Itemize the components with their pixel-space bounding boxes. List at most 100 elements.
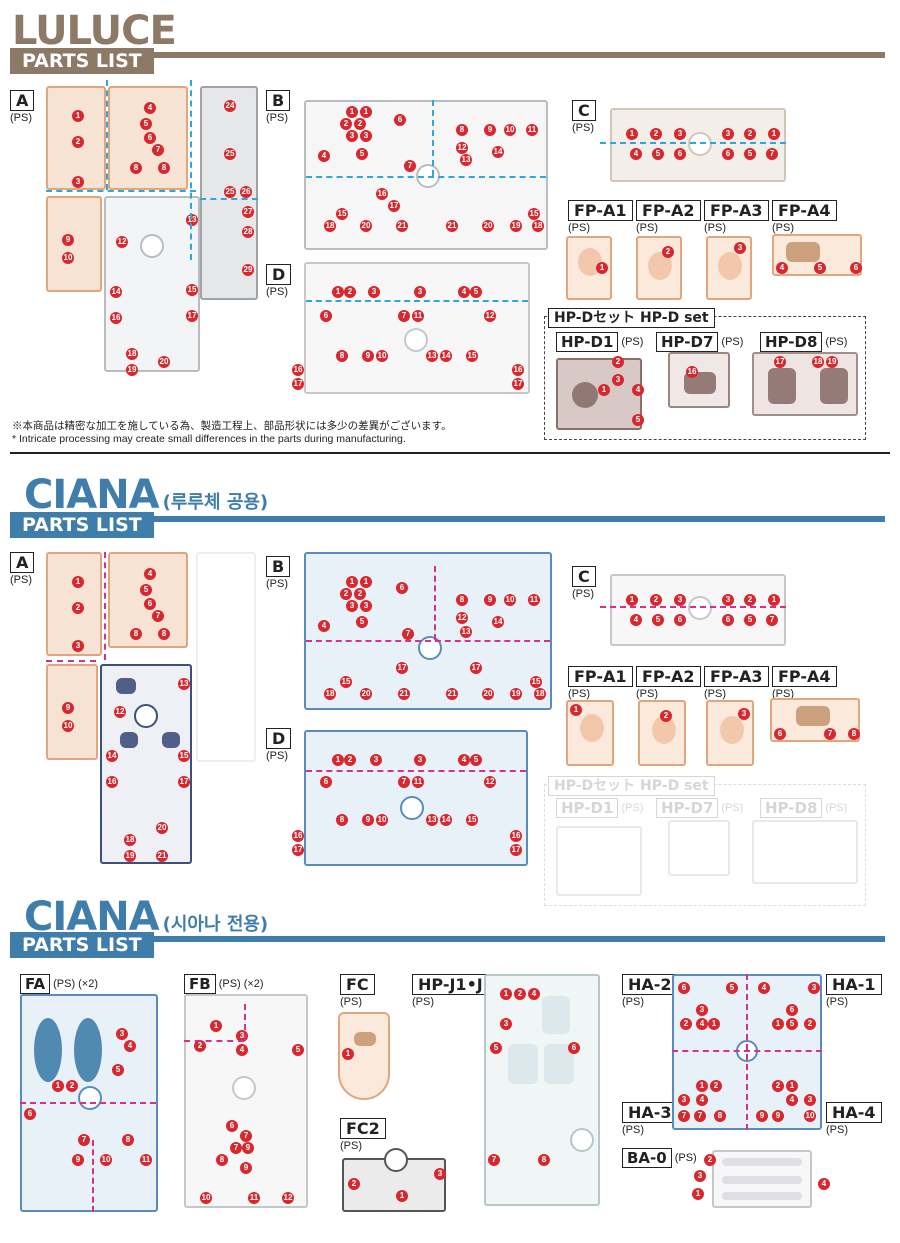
part-number-badge: 3	[360, 130, 372, 142]
runner-material: (PS)	[622, 1124, 644, 1136]
part-number-badge: 16	[510, 830, 522, 842]
part-number-badge: 2	[650, 128, 662, 140]
disclaimer-en: * Intricate processing may create small …	[12, 433, 406, 445]
runner-material: (PS)	[53, 978, 76, 990]
runner-a-image: 12 13 14 15 16 17 18 19 20	[104, 196, 200, 376]
armor-part	[120, 732, 138, 748]
part-number-badge: 5	[140, 584, 152, 596]
part-number-badge: 19	[124, 850, 136, 862]
bar-part	[722, 1192, 802, 1200]
part-number-badge: 7	[240, 1130, 252, 1142]
part-number-badge: 7	[488, 1154, 500, 1166]
part-number-badge: 9	[484, 594, 496, 606]
part-number-badge: 21	[396, 220, 408, 232]
runner-a-image: 9 10	[46, 664, 98, 760]
runner-fpa2-image: 2	[636, 236, 682, 300]
part-number-badge: 1	[360, 576, 372, 588]
runner-material: (PS)	[622, 996, 644, 1008]
runner-label: B	[266, 556, 291, 577]
runner-c-image: 1 2 3 3 2 1 4 5 6 6 5 7	[610, 574, 786, 646]
runner-material: (PS)	[412, 996, 434, 1008]
runner-material: (PS)	[572, 588, 594, 600]
parts-list-label: PARTS LIST	[10, 48, 154, 74]
part-number-badge: 2	[66, 1080, 78, 1092]
runner-tag-fb: FB (PS) (×2)	[184, 974, 264, 994]
part-number-badge: 16	[106, 776, 118, 788]
part-number-badge: 2	[650, 594, 662, 606]
part-number-badge: 6	[144, 132, 156, 144]
bar-part	[722, 1176, 802, 1184]
part-number-badge: 14	[492, 616, 504, 628]
runner-material: (PS)	[266, 750, 288, 762]
part-number-badge: 10	[376, 814, 388, 826]
part-number-badge: 21	[446, 220, 458, 232]
runner-fpa3-image: 3	[706, 236, 752, 300]
ciana-shared-title: CIANA(루루체 공용)	[24, 472, 268, 518]
armor-part	[116, 678, 136, 694]
runner-label: B	[266, 90, 291, 111]
cut-line	[106, 80, 108, 190]
runner-label: FB	[184, 974, 216, 994]
runner-gate-hub	[140, 234, 164, 258]
part-number-badge: 2	[348, 1178, 360, 1190]
cut-line	[92, 1140, 94, 1212]
part-number-badge: 1	[52, 1080, 64, 1092]
runner-tag-a: A (PS)	[10, 552, 35, 586]
cut-line	[306, 300, 528, 302]
ciana-shared-parts-list-bar: PARTS LIST	[0, 512, 900, 538]
part-number-badge: 12	[116, 236, 128, 248]
runner-fpa4-image: 4 5 6	[772, 234, 862, 276]
part-number-badge: 7	[766, 614, 778, 626]
part-number-badge: 18	[812, 356, 824, 368]
part-number-badge: 4	[124, 1040, 136, 1052]
hair-part	[768, 368, 796, 404]
part-number-badge: 4	[318, 150, 330, 162]
runner-tag-hpd7: HP-D7 (PS)	[656, 798, 743, 818]
part-number-badge: 1	[696, 1080, 708, 1092]
part-number-badge: 26	[240, 186, 252, 198]
runner-label: FP-A2	[636, 200, 701, 221]
part-number-badge: 3	[414, 286, 426, 298]
part-number-badge: 11	[412, 310, 424, 322]
runner-tag-hpd8: HP-D8 (PS)	[760, 332, 847, 352]
part-number-badge: 4	[630, 148, 642, 160]
part-number-badge: 20	[482, 688, 494, 700]
part-number-badge: 13	[178, 678, 190, 690]
part-number-badge: 4	[458, 754, 470, 766]
part-number-badge: 3	[734, 242, 746, 254]
runner-material: (PS)	[572, 122, 594, 134]
part-number-badge: 25	[224, 148, 236, 160]
part-number-badge: 2	[744, 594, 756, 606]
part-number-badge: 17	[292, 378, 304, 390]
part-number-badge: 20	[156, 822, 168, 834]
runner-label: HA-2	[622, 974, 678, 995]
part-number-badge: 17	[178, 776, 190, 788]
runner-tag-a: A (PS)	[10, 90, 35, 124]
runner-material: (PS)	[826, 996, 848, 1008]
runner-material: (PS)	[621, 336, 644, 348]
part-number-badge: 7	[694, 1110, 706, 1122]
part-number-badge: 1	[768, 594, 780, 606]
part-number-badge: 1	[210, 1020, 222, 1032]
armor-part	[162, 732, 180, 748]
part-number-badge: 12	[114, 706, 126, 718]
part-number-badge: 7	[230, 1142, 242, 1154]
runner-label: FP-A1	[568, 200, 633, 221]
face-part	[580, 714, 604, 742]
runner-label: HA-3	[622, 1102, 678, 1123]
runner-gate-hub	[570, 1128, 594, 1152]
runner-label: FP-A2	[636, 666, 701, 687]
part-number-badge: 6	[226, 1120, 238, 1132]
cut-line	[600, 142, 786, 144]
part-number-badge: 8	[216, 1154, 228, 1166]
part-number-badge: 2	[612, 356, 624, 368]
runner-tag-fpa2: FP-A2 (PS)	[636, 200, 701, 234]
runner-label: FC	[340, 974, 375, 995]
runner-gate-hub	[688, 132, 712, 156]
runner-tag-hpj: HP-J1•J2 (PS)	[412, 974, 500, 1008]
part-number-badge: 8	[456, 124, 468, 136]
runner-material: (PS)	[636, 688, 658, 700]
runner-quantity: (×2)	[243, 978, 264, 990]
part-number-badge: 2	[344, 754, 356, 766]
runner-material: (PS)	[674, 1152, 697, 1164]
